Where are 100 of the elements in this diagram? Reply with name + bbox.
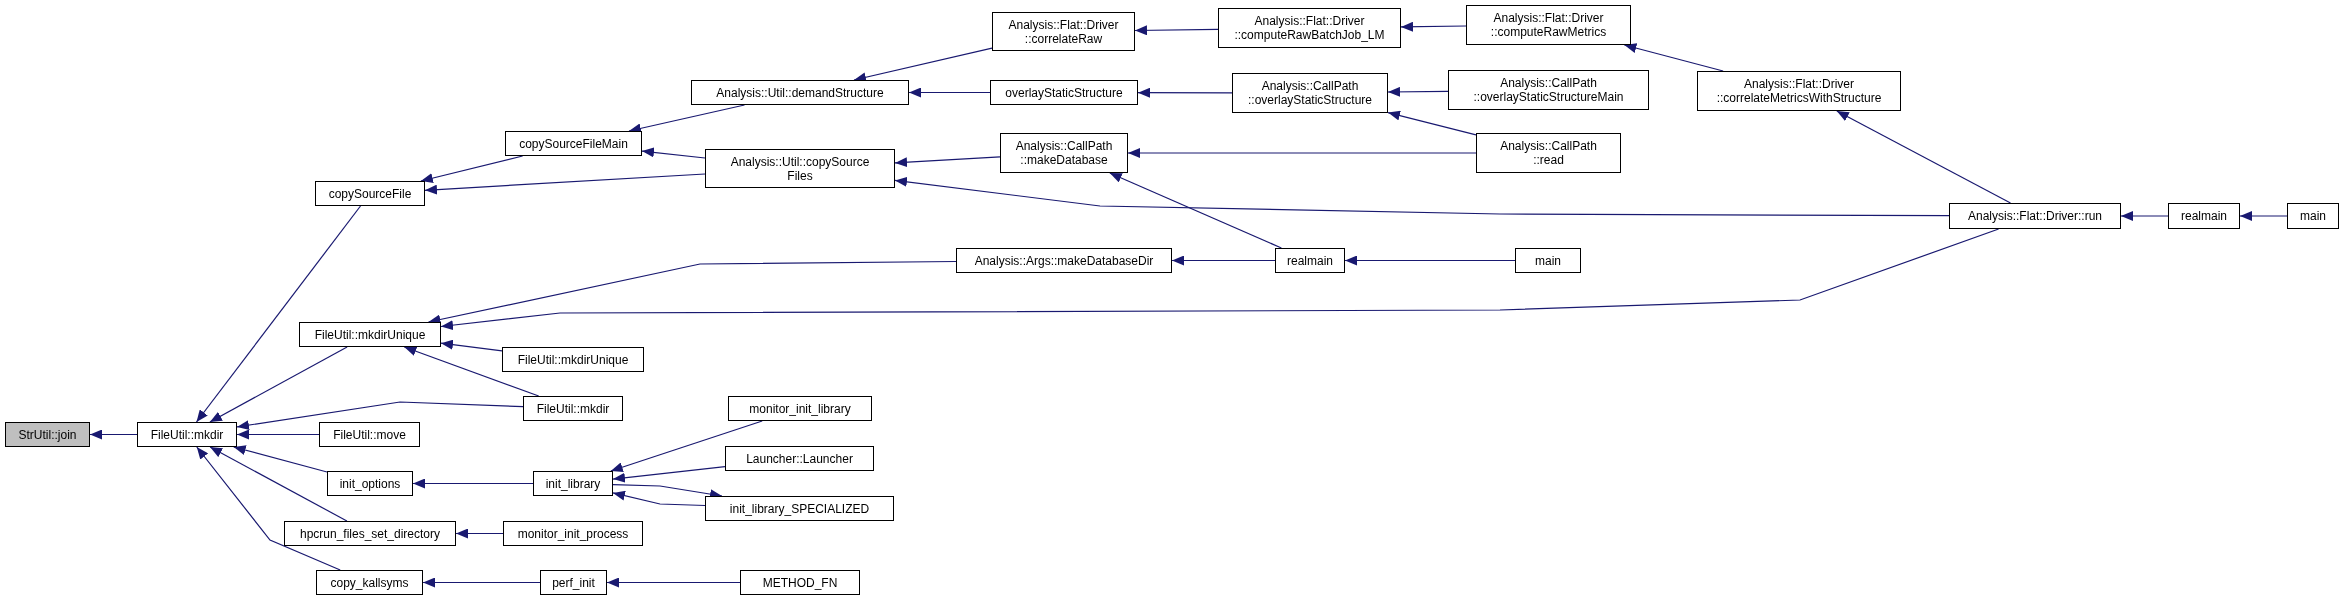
call-arrow [424,173,706,195]
function-name: init_library_SPECIALIZED [729,501,870,516]
function-box [523,396,623,421]
function-box [1476,133,1621,173]
function-box [319,422,420,447]
call-arrow [233,445,328,473]
call-arrow [440,228,2000,331]
function-name: FileUtil::mkdirUnique [517,352,629,367]
function-name: Analysis::Flat::Driver ::computeRawBatchJob_LM [1234,14,1385,42]
call-arrow [1836,110,2012,204]
function-name: Analysis::Flat::Driver ::correlateMetricsWithStructure [1716,77,1882,105]
function-name: copySourceFileMain [519,136,628,151]
call-arrow [440,339,503,352]
function-box [2287,203,2339,229]
function-name: FileUtil::mkdir [150,427,224,442]
function-name: Analysis::Flat::Driver ::correlateRaw [1008,17,1119,46]
call-arrow [1400,21,1467,32]
function-box [5,422,90,447]
function-name: main [2300,209,2326,223]
call-arrow [612,490,706,507]
function-box [1697,71,1901,111]
call-arrow [209,346,348,423]
function-box [316,570,423,595]
call-arrow [1171,255,1276,266]
call-arrow [2120,211,2169,221]
call-arrow [1623,43,1724,72]
function-box [1000,133,1128,173]
function-box [990,80,1138,105]
call-arrow [1387,110,1477,136]
function-name: Analysis::CallPath ::overlayStaticStructure [1247,79,1373,107]
function-box [740,570,860,595]
call-arrow [422,577,541,588]
call-arrow [894,176,1950,217]
call-arrow [209,446,348,522]
function-box [1448,70,1649,110]
call-arrow [612,466,726,483]
function-name: Analysis::Flat::Driver::run [1967,209,2102,223]
function-name: Analysis::Flat::Driver ::computeRawMetrics [1490,11,1607,39]
function-name: FileUtil::move [333,427,406,442]
function-name: hpcrun_files_set_directory [299,526,441,541]
function-name: main [1535,253,1561,268]
function-box [1949,203,2121,229]
call-arrow [89,429,138,440]
function-box [992,12,1135,51]
call-arrow [236,429,320,440]
function-name: init_options [339,476,401,491]
function-name: Analysis::CallPath ::makeDatabase [1015,139,1113,167]
call-arrow [908,87,991,98]
call-arrow [403,346,540,397]
call-arrow [641,147,706,159]
function-box [327,471,413,496]
call-arrow [195,205,362,423]
function-box [540,570,607,595]
call-arrow [606,577,741,588]
function-name: FileUtil::mkdir [536,401,610,416]
function-box [1232,73,1388,113]
function-box [705,149,895,188]
function-box [505,131,642,156]
function-box [2168,203,2240,229]
function-box [1218,8,1401,48]
function-name: METHOD_FN [762,575,838,590]
function-box [956,248,1172,273]
function-box [1466,5,1631,45]
function-name: copySourceFile [328,186,412,201]
function-name: Analysis::CallPath ::overlayStaticStructureMain [1473,76,1624,104]
function-box [299,322,441,347]
call-arrow [420,155,524,183]
function-box [1275,248,1345,273]
function-box [315,181,425,206]
function-box [533,471,613,496]
call-arrow [1344,255,1516,266]
function-name: FileUtil::mkdirUnique [314,327,426,342]
function-name: init_library [545,476,601,491]
call-arrow [1127,148,1477,158]
function-box [691,80,909,105]
function-name: overlayStaticStructure [1005,85,1123,100]
function-box [1515,248,1581,273]
call-arrow [1387,86,1449,97]
call-arrow [1134,25,1219,36]
call-arrow [196,446,341,571]
function-box [502,347,644,372]
function-box [728,396,872,421]
function-box [137,422,237,447]
function-name: Analysis::Util::demandStructure [716,85,884,100]
function-box [725,446,874,471]
function-name: realmain [2181,209,2227,223]
function-name: monitor_init_library [749,401,851,416]
call-arrow [2239,211,2288,221]
call-arrow [236,401,524,431]
function-box [284,521,456,546]
function-box [705,496,894,521]
function-name: copy_kallsyms [330,575,409,590]
function-name: Analysis::Util::copySource Files [730,154,870,183]
function-box [503,521,643,546]
function-name: perf_init [552,575,595,590]
function-name: monitor_init_process [517,526,629,541]
function-name: Launcher::Launcher [746,451,853,466]
call-arrow [412,478,534,489]
function-name: Analysis::CallPath ::read [1500,139,1597,167]
call-arrow [1109,172,1282,249]
